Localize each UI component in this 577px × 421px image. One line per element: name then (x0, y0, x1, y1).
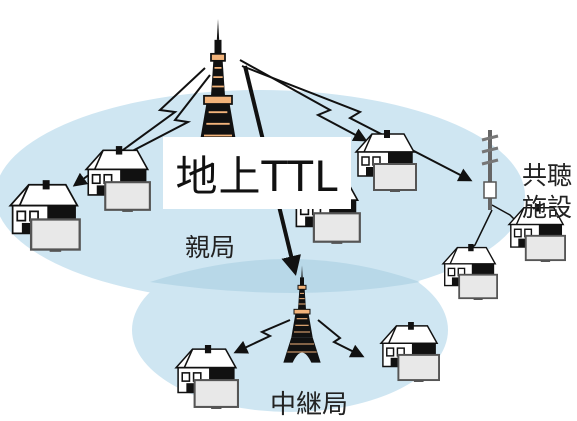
relay-station-label: 中継局 (270, 390, 349, 420)
shared-facility-label-line1: 共聴 (522, 161, 573, 190)
relay-broadcast-arrows (233, 319, 365, 358)
diagram-title: 地上TTL (163, 137, 351, 209)
shared-facility-label: 共聴 施設 (522, 160, 572, 224)
shared-facility-label-line2: 施設 (522, 193, 573, 222)
overlap-area (150, 259, 420, 293)
parent-station-label: 親局 (185, 233, 236, 262)
